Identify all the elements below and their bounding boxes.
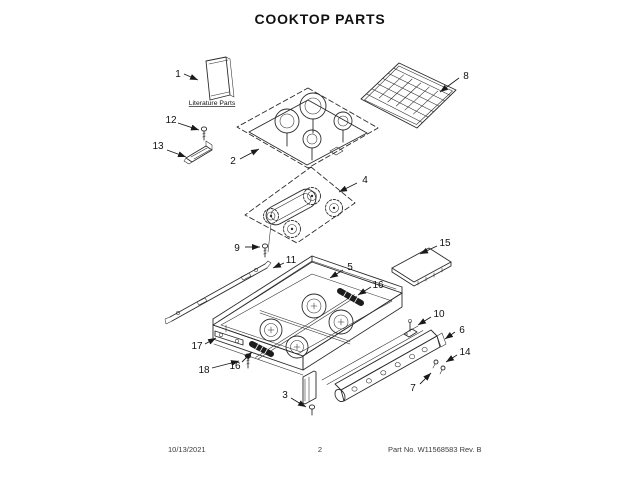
part-14-screws	[432, 359, 446, 375]
callout-14: 14	[459, 347, 471, 358]
footer-page-number: 2	[317, 445, 323, 454]
callout-11: 11	[286, 255, 297, 266]
callout-5: 5	[347, 262, 353, 273]
part-literature-book	[205, 56, 235, 101]
callout-17: 17	[191, 341, 203, 352]
callout-12: 12	[165, 115, 177, 126]
callout-16-upper: 16	[372, 280, 384, 291]
callout-6: 6	[459, 325, 465, 336]
callout-15: 15	[439, 238, 451, 249]
callout-1: 1	[175, 69, 181, 80]
callout-3: 3	[282, 390, 288, 401]
part-13-bracket	[183, 140, 213, 165]
footer-part-number: Part No. W11568583 Rev. B	[388, 445, 482, 454]
callout-16-lower: 16	[229, 361, 241, 372]
burner-opening	[259, 293, 354, 359]
part-9-screw	[261, 243, 269, 258]
callout-10: 10	[433, 309, 445, 320]
callout-8: 8	[463, 71, 469, 82]
leader-arrows	[166, 73, 460, 408]
part-8-burner-grate	[360, 62, 457, 129]
part-7-front-rail	[334, 329, 447, 403]
part-4-burner-base-assembly	[244, 166, 356, 253]
callout-2: 2	[230, 156, 236, 167]
part-17-bracket	[214, 324, 244, 346]
footer-date: 10/13/2021	[168, 445, 206, 454]
callout-18: 18	[198, 365, 210, 376]
part-10-bracket	[403, 319, 418, 338]
part-3-bracket-screw	[302, 370, 317, 416]
part-11-mounting-rail	[164, 260, 272, 325]
callout-4: 4	[362, 175, 368, 186]
part-16-gasket-upper	[337, 288, 364, 306]
page-title: COOKTOP PARTS	[254, 11, 386, 27]
part-16-gasket-lower	[249, 341, 274, 357]
part-5-cooktop-body	[212, 255, 424, 385]
part-2-cooktop-top-panel	[236, 87, 379, 169]
callout-13: 13	[152, 141, 164, 152]
callout-labels: 1 12 13 2 8 4 9 11 15 5 16 10 6 14 7 17 …	[152, 69, 471, 401]
part-15-griddle-plate	[391, 247, 452, 287]
callout-7: 7	[410, 383, 416, 394]
part-12-screw	[200, 126, 208, 141]
callout-9: 9	[234, 243, 240, 254]
literature-parts-label: Literature Parts	[189, 100, 236, 107]
